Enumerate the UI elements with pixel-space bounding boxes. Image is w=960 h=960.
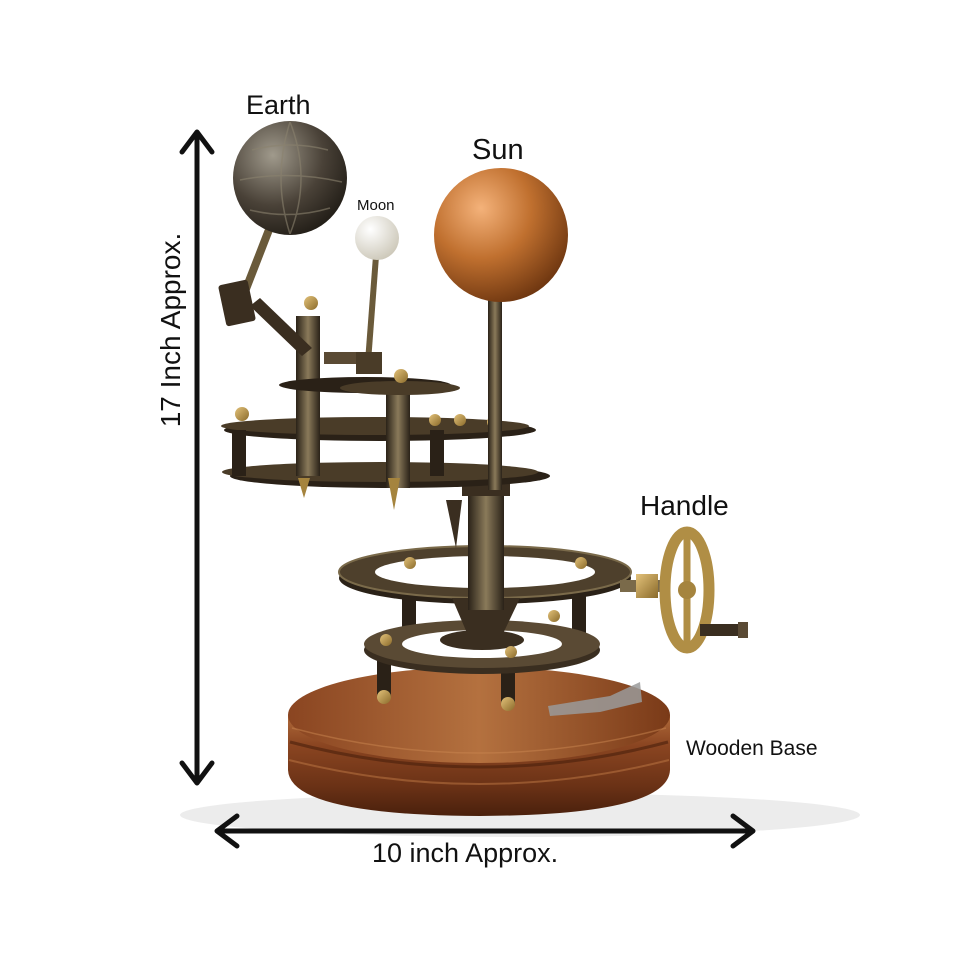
handle-crank bbox=[620, 526, 748, 654]
height-arrow bbox=[179, 129, 215, 786]
sun-label: Sun bbox=[472, 134, 524, 166]
wooden-base bbox=[288, 667, 670, 816]
width-arrow bbox=[214, 813, 756, 849]
height-dimension-label: 17 Inch Approx. bbox=[155, 232, 186, 428]
lower-ring-plate bbox=[364, 620, 600, 674]
moon-label: Moon bbox=[357, 197, 395, 214]
earth-label: Earth bbox=[246, 90, 311, 120]
sun-assembly bbox=[434, 168, 568, 490]
width-dimension-label: 10 inch Approx. bbox=[372, 838, 559, 868]
moon-assembly bbox=[324, 216, 399, 374]
handle-label: Handle bbox=[640, 490, 729, 521]
central-column bbox=[446, 482, 520, 640]
earth-assembly bbox=[218, 121, 347, 356]
wooden-base-label: Wooden Base bbox=[686, 737, 818, 760]
